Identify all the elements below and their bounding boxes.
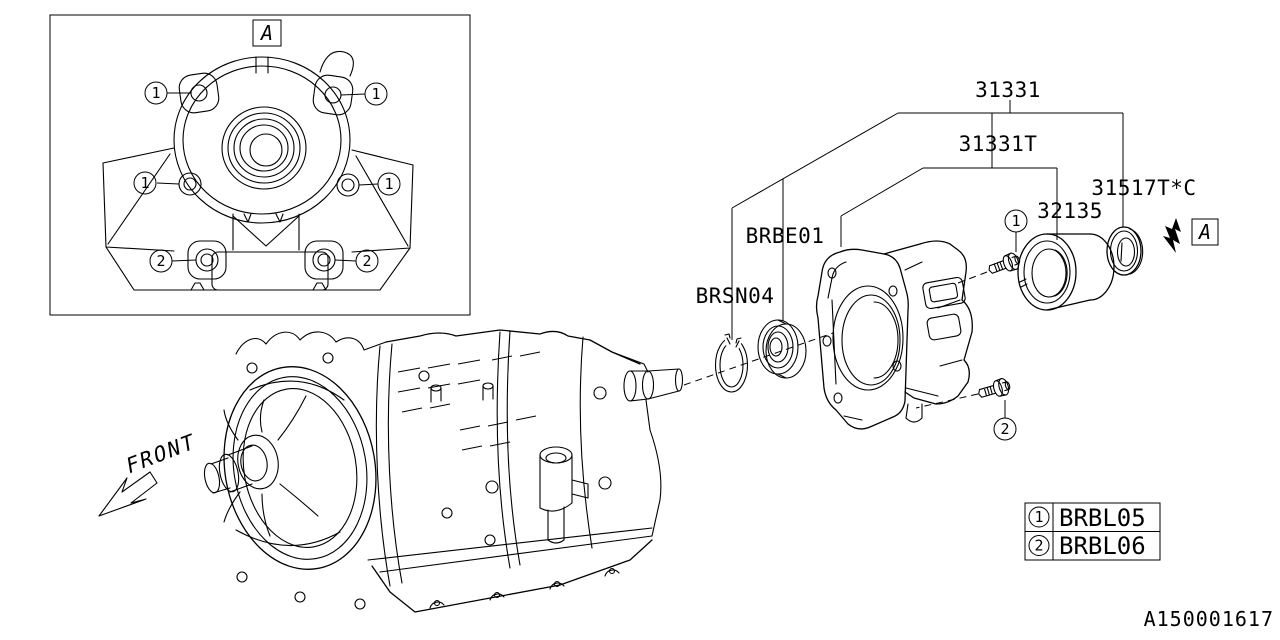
bolt-hole <box>195 248 219 272</box>
drum-drawing <box>1017 233 1115 311</box>
extension-housing-drawing <box>815 240 973 430</box>
legend-callout-number: 1 <box>1034 508 1043 526</box>
inset-callouts: 1 1 1 1 2 2 <box>133 81 401 273</box>
bolt-hole <box>178 172 202 196</box>
main-callout-1: 1 <box>1004 209 1028 252</box>
callout-number: 2 <box>156 252 165 270</box>
inset-view-a: A <box>49 14 471 316</box>
part-label-31331t: 31331T <box>959 132 1038 156</box>
part-label-31517tc: 31517T*C <box>1091 176 1196 200</box>
bolt-hole <box>190 84 208 102</box>
leader-lines <box>731 100 1124 340</box>
bolt-2-position-line <box>915 393 979 409</box>
diagram-code: A150001617 <box>1144 607 1274 631</box>
callout-circle-1 <box>364 82 388 106</box>
callout-circle-1 <box>144 81 168 105</box>
front-arrow-icon <box>98 471 158 517</box>
view-a-label: A <box>1197 220 1211 244</box>
bearing-drawing <box>757 319 807 379</box>
view-a-label-box <box>1191 218 1219 246</box>
callout-circle-1 <box>377 172 401 196</box>
front-direction: FRONT <box>98 429 197 517</box>
inset-view-a-label: A <box>259 21 273 45</box>
legend-callout-number: 2 <box>1034 537 1043 555</box>
legend-row: 2 BRBL06 <box>1028 532 1146 560</box>
callout-circle-2 <box>149 249 173 273</box>
legend-part-code: BRBL06 <box>1059 532 1146 560</box>
transmission-assembly-drawing <box>203 329 684 613</box>
bolt-1-drawing <box>988 252 1021 274</box>
legend-callout-circle <box>1028 506 1050 528</box>
center-axis-line <box>683 332 834 386</box>
legend-table: 1 BRBL05 2 BRBL06 <box>1024 502 1161 561</box>
legend-callout-circle <box>1028 535 1050 556</box>
part-label-32135: 32135 <box>1037 199 1103 223</box>
callout-number: 1 <box>140 174 149 192</box>
bolt-1-position-line <box>957 271 988 284</box>
bolt-hole <box>324 86 342 104</box>
legend-part-code: BRBL05 <box>1059 504 1146 532</box>
rear-housing-view-drawing <box>102 50 414 291</box>
legend-row: 1 BRBL05 <box>1028 504 1146 532</box>
inset-view-border <box>49 14 471 316</box>
part-label-brsn04: BRSN04 <box>696 284 775 308</box>
main-callout-2: 2 <box>993 400 1017 441</box>
callout-number: 1 <box>371 85 380 103</box>
bolt-hole <box>336 173 360 197</box>
view-a-arrow-icon <box>1163 218 1181 253</box>
callout-number: 1 <box>384 175 393 193</box>
callout-number: 1 <box>151 84 160 102</box>
callout-number: 1 <box>1011 212 1020 230</box>
part-label-31331: 31331 <box>975 78 1041 102</box>
callout-number: 2 <box>362 252 371 270</box>
bolt-2-drawing <box>978 377 1011 398</box>
callout-circle-2 <box>355 249 379 273</box>
view-a-reference: A <box>1163 218 1219 253</box>
snap-ring-drawing <box>714 332 749 393</box>
output-shaft-drawing <box>623 368 684 402</box>
callout-number: 2 <box>1000 420 1009 438</box>
inset-view-a-label-box <box>252 19 282 47</box>
front-label: FRONT <box>125 429 197 480</box>
seal-drawing <box>1106 226 1144 276</box>
callout-circle-1 <box>133 171 157 195</box>
part-label-brbe01: BRBE01 <box>746 224 825 248</box>
